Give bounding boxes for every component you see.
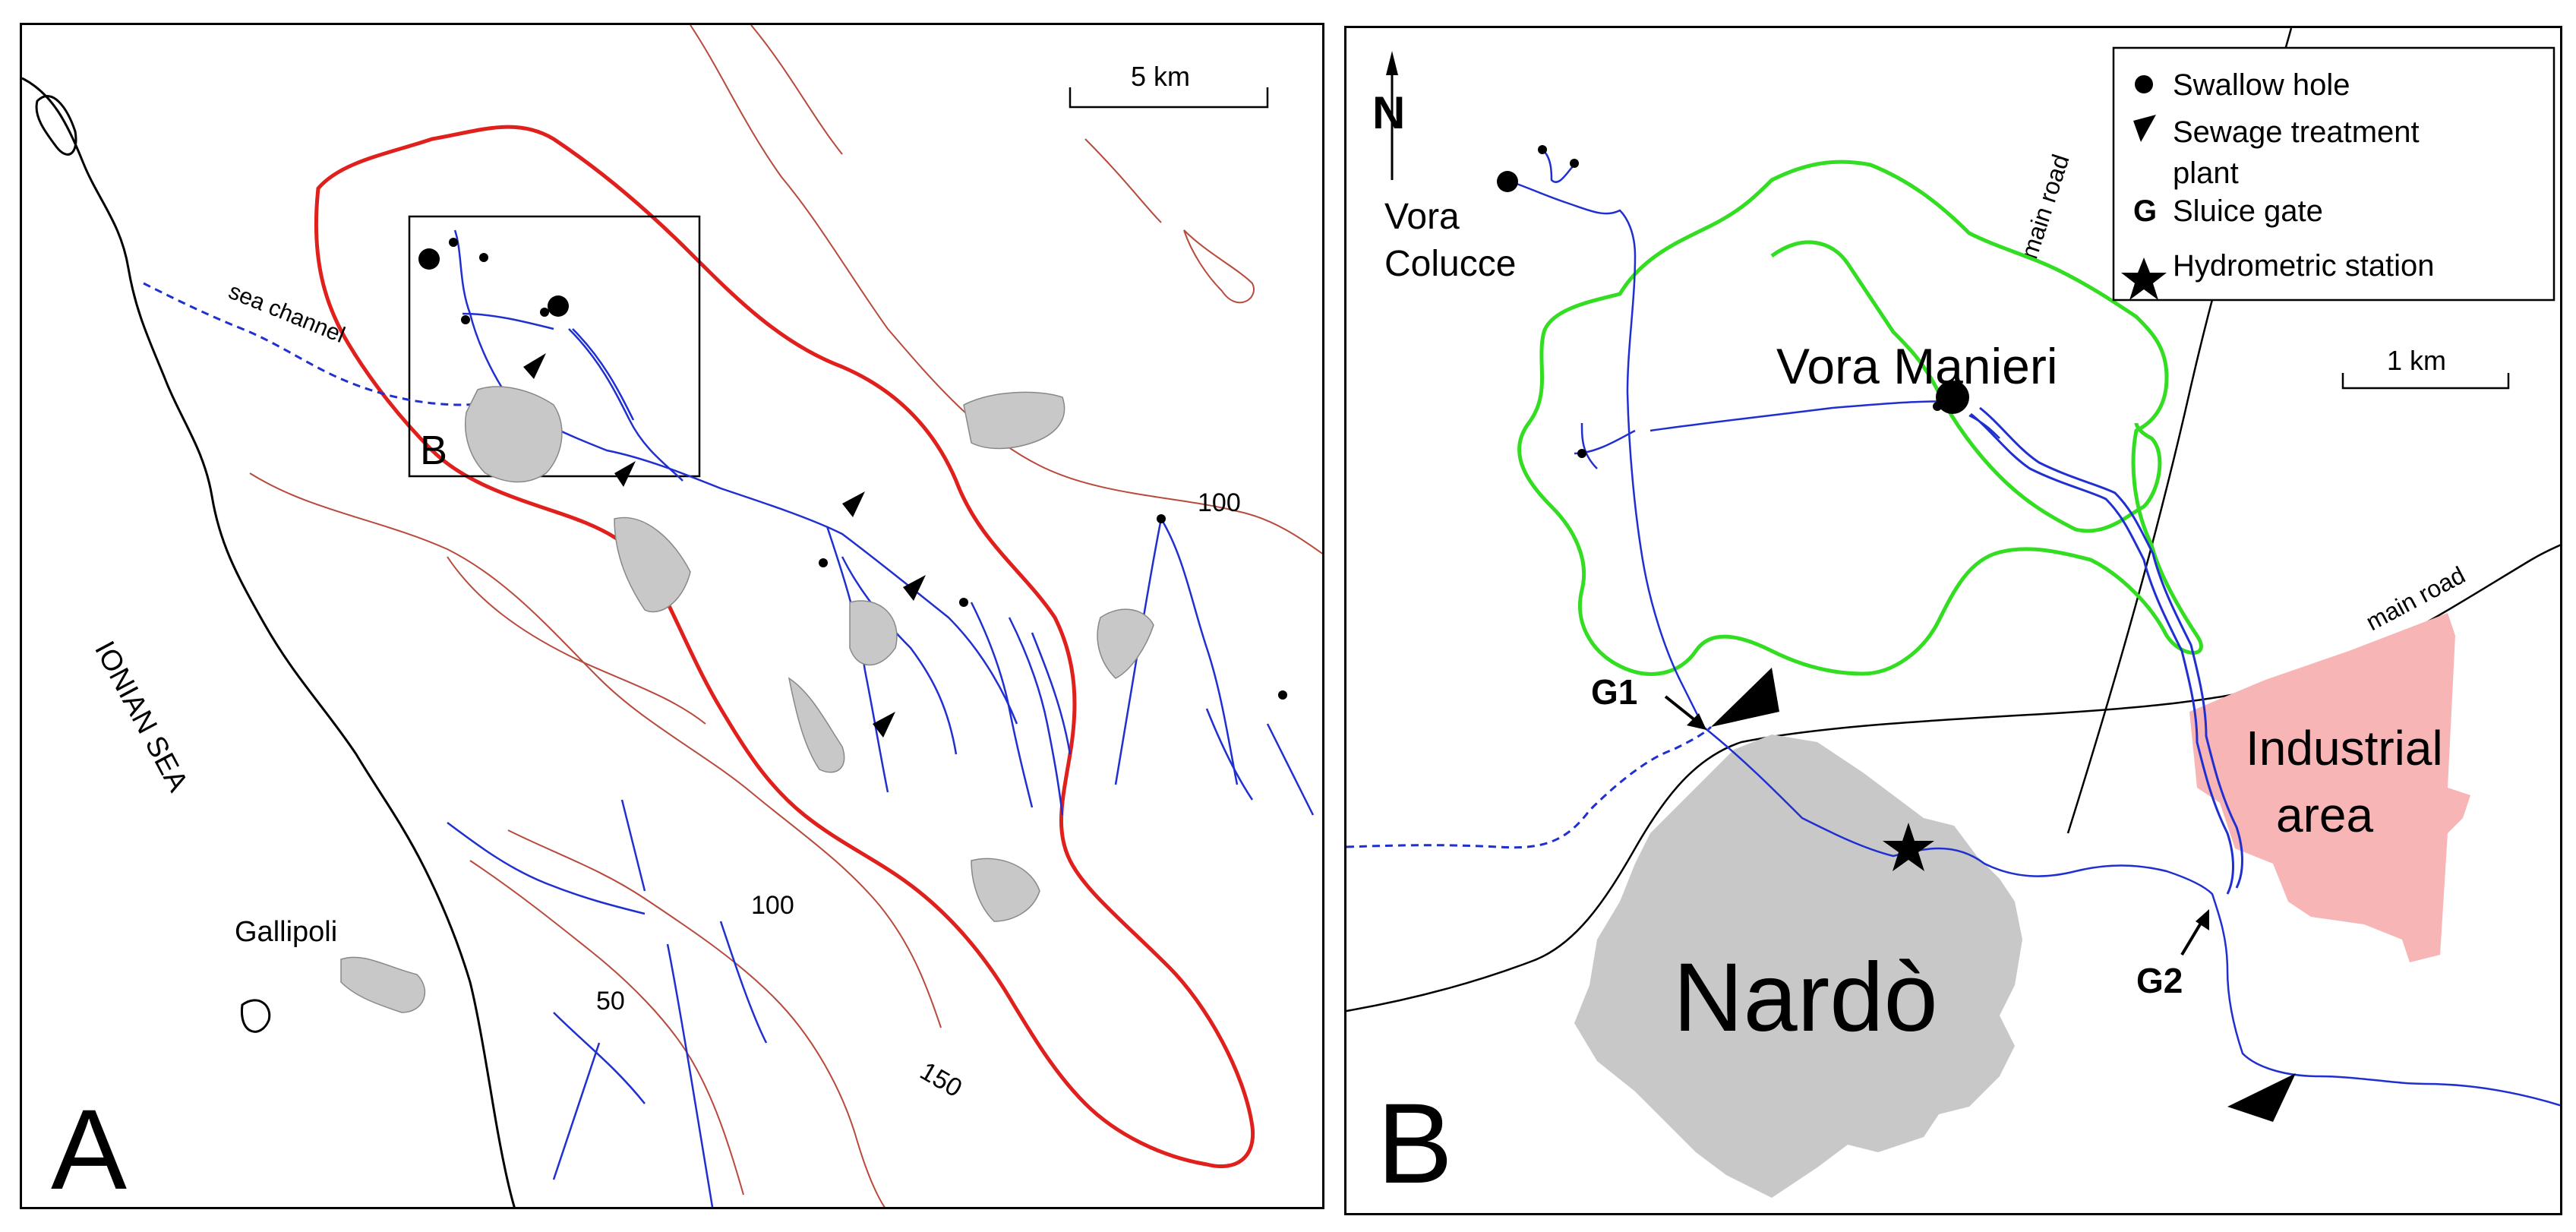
map-b-canvas: main road main road <box>1346 28 2560 1207</box>
sea-channel <box>143 282 509 406</box>
town-2 <box>963 391 1065 450</box>
scale-label-b: 1 km <box>2387 345 2446 376</box>
sea-channel-b <box>1346 725 1713 849</box>
contour-50-label: 50 <box>596 987 625 1016</box>
legend-sluice-icon: G <box>2133 194 2157 228</box>
town-nardo <box>465 386 563 483</box>
gate-g1-label: G1 <box>1591 672 1637 712</box>
map-a-canvas: 5 km sea channel IONIAN SEA Gallipoli B … <box>22 25 1322 1209</box>
coastline <box>22 77 516 1207</box>
inset-box <box>408 215 701 478</box>
road-label-1: main road <box>2015 151 2074 262</box>
town-areas <box>340 386 1154 1013</box>
legend-star-icon <box>2121 257 2167 300</box>
contour-150-label: 150 <box>915 1057 967 1103</box>
industrial-label-1: Industrial <box>2246 721 2443 776</box>
vora-colucce-hole <box>1497 171 1518 192</box>
contour-lines <box>249 25 1322 1207</box>
vora-manieri-label: Vora Manieri <box>1776 338 2058 394</box>
legend-item-sewage-1: Sewage treatment <box>2173 115 2420 149</box>
vora-manieri-hole <box>1936 381 1969 414</box>
sewage-plants <box>523 353 926 738</box>
hydrometric-station-star <box>1883 823 1934 871</box>
inset-label: B <box>420 428 447 473</box>
panel-letter-a: A <box>51 1085 127 1209</box>
north-arrow <box>1386 51 1398 180</box>
industrial-label-2: area <box>2276 788 2374 842</box>
legend-swallow-icon <box>2135 75 2153 93</box>
legend-item-sluice: Sluice gate <box>2173 194 2323 228</box>
catchment-boundary-full <box>1517 160 2203 676</box>
legend-item-sewage-2: plant <box>2173 156 2239 190</box>
contour-100-label-b: 100 <box>751 891 794 920</box>
coastline-islet <box>35 95 77 156</box>
town-6 <box>788 677 845 773</box>
catchment-boundary <box>1770 240 2162 533</box>
town-3 <box>614 516 691 613</box>
river-network-b <box>1505 149 2560 1107</box>
gate-g2-label: G2 <box>2136 961 2183 1000</box>
scale-bar-a <box>1069 87 1269 109</box>
legend-item-hydro: Hydrometric station <box>2173 249 2435 283</box>
river-network <box>447 229 1315 1207</box>
swallow-holes-b <box>1497 145 1969 458</box>
islet-south <box>240 999 271 1033</box>
town-5 <box>1097 608 1154 679</box>
legend-sewage-icon <box>2133 115 2156 142</box>
town-gallipoli <box>340 956 425 1013</box>
sea-channel-label: sea channel <box>225 279 348 348</box>
swallow-holes <box>418 238 1287 700</box>
vora-colucce-label-2: Colucce <box>1384 244 1516 284</box>
town-4 <box>849 600 898 666</box>
scale-label-a: 5 km <box>1131 61 1190 92</box>
sewage-plants-b <box>1711 668 2296 1122</box>
north-label: N <box>1372 87 1405 138</box>
town-nardo-label: Nardò <box>1673 943 1938 1052</box>
sea-label: IONIAN SEA <box>88 637 194 798</box>
scale-bar-b <box>2341 373 2510 390</box>
sluice-arrow-heads <box>1687 713 2209 930</box>
town-7 <box>971 858 1040 922</box>
panel-letter-b: B <box>1377 1079 1453 1207</box>
town-gallipoli-label: Gallipoli <box>235 916 337 948</box>
contour-100-label-a: 100 <box>1198 488 1241 517</box>
industrial-area <box>2189 613 2470 962</box>
map-panel-b: main road main road <box>1344 26 2562 1215</box>
legend-item-swallow: Swallow hole <box>2173 68 2350 102</box>
road-label-2: main road <box>2361 561 2470 637</box>
map-panel-a: 5 km sea channel IONIAN SEA Gallipoli B … <box>20 23 1324 1209</box>
canals <box>1970 406 2243 895</box>
legend-box <box>2112 46 2555 302</box>
vora-colucce-label-1: Vora <box>1384 197 1460 237</box>
